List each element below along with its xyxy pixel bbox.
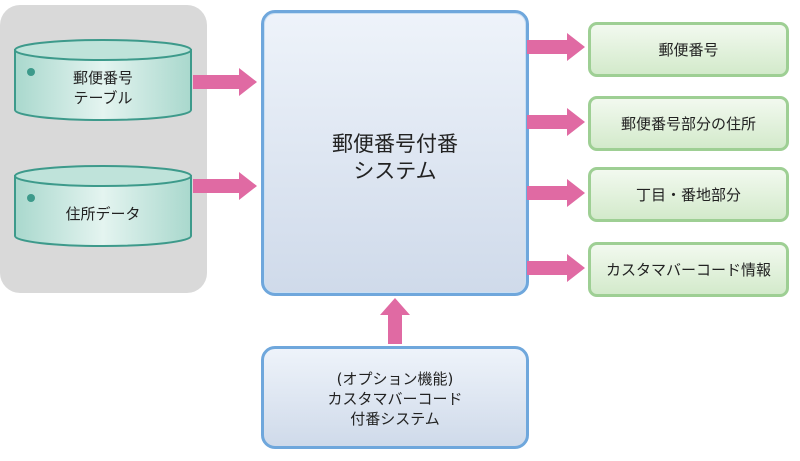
address-data-database: 住所データ — [13, 164, 193, 248]
output-postal-address-part: 郵便番号部分の住所 — [588, 96, 789, 151]
option-line-2: カスタマバーコード — [327, 390, 463, 408]
output-block-number-part: 丁目・番地部分 — [588, 167, 789, 222]
arrow-up-icon — [380, 298, 410, 344]
option-line-1: (オプション機能) — [336, 370, 454, 388]
option-line-3: 付番システム — [350, 410, 440, 428]
arrow-right-icon — [193, 172, 257, 200]
arrow-right-icon — [527, 254, 585, 282]
arrow-right-icon — [527, 108, 585, 136]
output-customer-barcode-info: カスタマバーコード情報 — [588, 242, 789, 297]
postal-code-table-database: 郵便番号 テーブル — [13, 38, 193, 122]
customer-barcode-assignment-system: (オプション機能) カスタマバーコード 付番システム — [261, 346, 529, 449]
postal-table-line-1: 郵便番号 — [72, 69, 133, 87]
output-postal-code: 郵便番号 — [588, 22, 789, 77]
main-title-line-1: 郵便番号付番 — [332, 132, 458, 156]
arrow-right-icon — [527, 33, 585, 61]
postal-table-line-2: テーブル — [73, 89, 133, 107]
arrow-right-icon — [193, 68, 257, 96]
address-data-label: 住所データ — [65, 205, 141, 223]
database-cylinder-icon — [14, 39, 192, 121]
postal-code-assignment-system: 郵便番号付番 システム — [261, 10, 529, 296]
arrow-right-icon — [527, 179, 585, 207]
database-cylinder-icon — [14, 165, 192, 247]
main-title-line-2: システム — [353, 159, 437, 183]
